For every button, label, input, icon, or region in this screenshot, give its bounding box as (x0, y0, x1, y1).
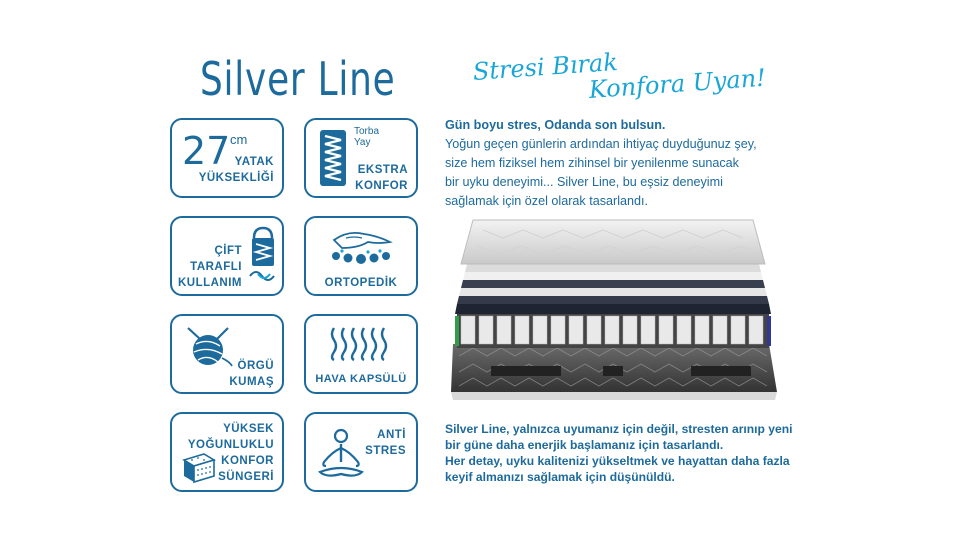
height-unit: cm (230, 132, 248, 147)
outro-bold-line: bir güne daha enerjik başlamanız için ta… (445, 438, 724, 452)
intro-headline: Gün boyu stres, Odanda son bulsun. (445, 118, 666, 132)
outro-line: Her detay, uyku kalitenizi yükseltmek ve… (445, 454, 790, 468)
brand-title: Silver Line (200, 52, 396, 106)
feature-card-air: HAVA KAPSÜLÜ (304, 314, 418, 394)
feature-card-orthopedic: ORTOPEDİK (304, 216, 418, 296)
outro-text: Silver Line, yalnızca uyumanız için deği… (445, 421, 825, 485)
hand-on-spheres-icon (332, 231, 393, 264)
flip-mattress-icon (249, 226, 275, 281)
yarn-ball-icon (187, 327, 233, 367)
outro-line: keyif almanızı sağlamak için düşünüldü. (445, 470, 675, 484)
intro-line: sağlamak için özel olarak tasarlandı. (445, 194, 649, 208)
springs-small-1: Torba (354, 126, 380, 137)
height-label-1: YATAK (234, 156, 274, 168)
double-sided-label-3: KULLANIM (177, 277, 242, 289)
double-sided-label-1: ÇİFT (214, 245, 242, 257)
intro-line: Yoğun geçen günlerin ardından ihtiyaç du… (445, 137, 757, 151)
pocket-spring-icon (320, 130, 346, 186)
foam-label-1: YÜKSEK (223, 423, 274, 435)
foam-block-icon (182, 453, 216, 484)
foam-label-3: KONFOR (221, 455, 274, 467)
feature-card-springs: Torba Yay EKSTRA KONFOR (304, 118, 418, 198)
feature-card-knit: ÖRGÜ KUMAŞ (170, 314, 284, 394)
springs-label-2: KONFOR (355, 180, 408, 192)
knit-label-1: ÖRGÜ (237, 360, 274, 372)
anti-stress-label-2: STRES (365, 445, 406, 457)
height-number: 27 (182, 129, 231, 173)
anti-stress-label-1: ANTİ (377, 429, 406, 441)
outro-bold-line: Silver Line, yalnızca uyumanız için deği… (445, 422, 793, 436)
feature-card-double-sided: ÇİFT TARAFLI KULLANIM (170, 216, 284, 296)
intro-line: bir uyku deneyimi... Silver Line, bu eşs… (445, 175, 723, 189)
orthopedic-label: ORTOPEDİK (324, 277, 398, 289)
air-waves-icon (330, 327, 388, 362)
feature-card-height: 27 cm YATAK YÜKSEKLİĞİ (170, 118, 284, 198)
air-label: HAVA KAPSÜLÜ (315, 373, 407, 385)
feature-card-foam: YÜKSEK YOĞUNLUKLU KONFOR SÜNGERİ (170, 412, 284, 492)
intro-line: size hem fiziksel hem zihinsel bir yenil… (445, 156, 739, 170)
double-sided-label-2: TARAFLI (190, 261, 242, 273)
springs-small-2: Yay (354, 137, 371, 148)
foam-label-2: YOĞUNLUKLU (187, 439, 274, 451)
knit-label-2: KUMAŞ (229, 376, 274, 388)
meditation-icon (318, 428, 364, 477)
feature-card-anti-stress: ANTİ STRES (304, 412, 418, 492)
springs-label-1: EKSTRA (357, 164, 408, 176)
height-label-2: YÜKSEKLİĞİ (198, 172, 274, 184)
mattress-cross-section-image (451, 219, 777, 400)
foam-label-4: SÜNGERİ (218, 471, 274, 483)
intro-text: Gün boyu stres, Odanda son bulsun. Yoğun… (445, 116, 825, 211)
